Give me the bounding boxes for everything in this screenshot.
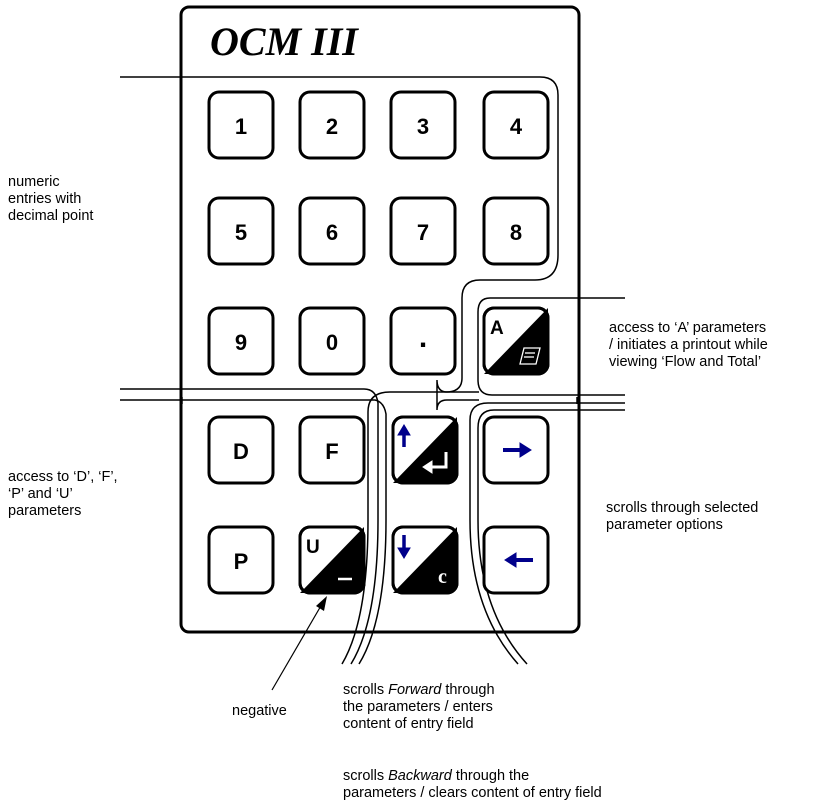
annotation-access-dfpu: access to ‘D’, ‘F’, ‘P’ and ‘U’ paramete… [8,469,118,520]
key-u-negative[interactable]: U [298,525,366,595]
forward-em: Forward [388,682,442,698]
annotation-line: numeric [8,174,60,190]
annotation-line: content of entry field [343,716,474,732]
key-5[interactable] [207,196,275,266]
key-7[interactable] [389,196,457,266]
annotation-line: the parameters / enters [343,699,493,715]
annotation-line: / initiates a printout while [609,337,768,353]
left-arrow-icon [504,552,533,568]
annotation-line: parameters [8,503,82,519]
key-8[interactable] [482,196,550,266]
key-4-label: 4 [510,114,523,139]
key-7-label: 7 [417,220,429,245]
key-6-label: 6 [326,220,338,245]
key-9[interactable] [207,306,275,376]
backward-em: Backward [388,768,452,784]
annotation-line: access to ‘A’ parameters [609,320,767,336]
annotation-scroll-options: scrolls through selected parameter optio… [606,500,758,534]
annotation-line: entries with [8,191,82,207]
printer-icon [519,347,541,365]
annotation-line: viewing ‘Flow and Total’ [609,354,762,370]
key-forward-enter[interactable] [391,415,459,485]
key-4[interactable] [482,90,550,160]
key-5-label: 5 [235,220,247,245]
annotation-line: scrolls Forward through [343,682,495,699]
annotation-negative: negative [232,703,287,719]
annotation-line: ‘P’ and ‘U’ [8,486,73,502]
annotation-backward: scrolls Backward through the parameters … [343,768,602,802]
backward-pre: scrolls [343,768,389,784]
key-2-label: 2 [326,114,338,139]
backward-post: through the [451,768,530,784]
key-1[interactable] [207,90,275,160]
key-6[interactable] [298,196,366,266]
forward-pre: scrolls [343,682,389,698]
key-0-label: 0 [326,330,338,355]
key-labels: 1 2 3 4 5 6 7 8 9 0 . D F P [233,114,523,574]
key-decimal[interactable] [389,306,457,376]
negative-pointer-arrow [271,596,327,691]
key-f[interactable] [298,415,366,485]
key-8-label: 8 [510,220,522,245]
clear-c-label: c [438,566,447,588]
key-decimal-label: . [419,321,427,354]
key-1-label: 1 [235,114,247,139]
down-arrow-icon [397,535,411,559]
annotation-forward: scrolls Forward through the parameters /… [343,682,495,733]
annotation-line: access to ‘D’, ‘F’, [8,469,118,485]
forward-post: through [441,682,495,698]
annotation-numeric: numeric entries with decimal point [8,174,93,225]
key-a-label: A [490,318,504,339]
enter-icon [422,452,448,474]
right-arrow-icon [503,442,532,458]
key-a-print[interactable]: A [482,306,550,376]
key-p[interactable] [207,525,275,595]
key-backward-clear[interactable]: c [391,525,459,595]
annotation-line: parameter options [606,517,723,533]
key-3[interactable] [389,90,457,160]
key-9-label: 9 [235,330,247,355]
key-p-label: P [234,549,249,574]
annotation-line: scrolls Backward through the [343,768,602,785]
key-d[interactable] [207,415,275,485]
key-u-label: U [306,537,320,558]
device-body [179,5,581,634]
key-d-label: D [233,439,249,464]
key-0[interactable] [298,306,366,376]
annotation-access-a: access to ‘A’ parameters / initiates a p… [609,320,768,371]
key-3-label: 3 [417,114,429,139]
key-f-label: F [325,439,338,464]
up-arrow-icon [397,424,411,447]
device-title: OCM III [210,19,359,64]
annotation-line: decimal point [8,208,94,224]
annotation-line: scrolls through selected [606,500,759,516]
annotation-line: parameters / clears content of entry fie… [343,785,602,801]
leader-lines [120,76,625,665]
key-2[interactable] [298,90,366,160]
